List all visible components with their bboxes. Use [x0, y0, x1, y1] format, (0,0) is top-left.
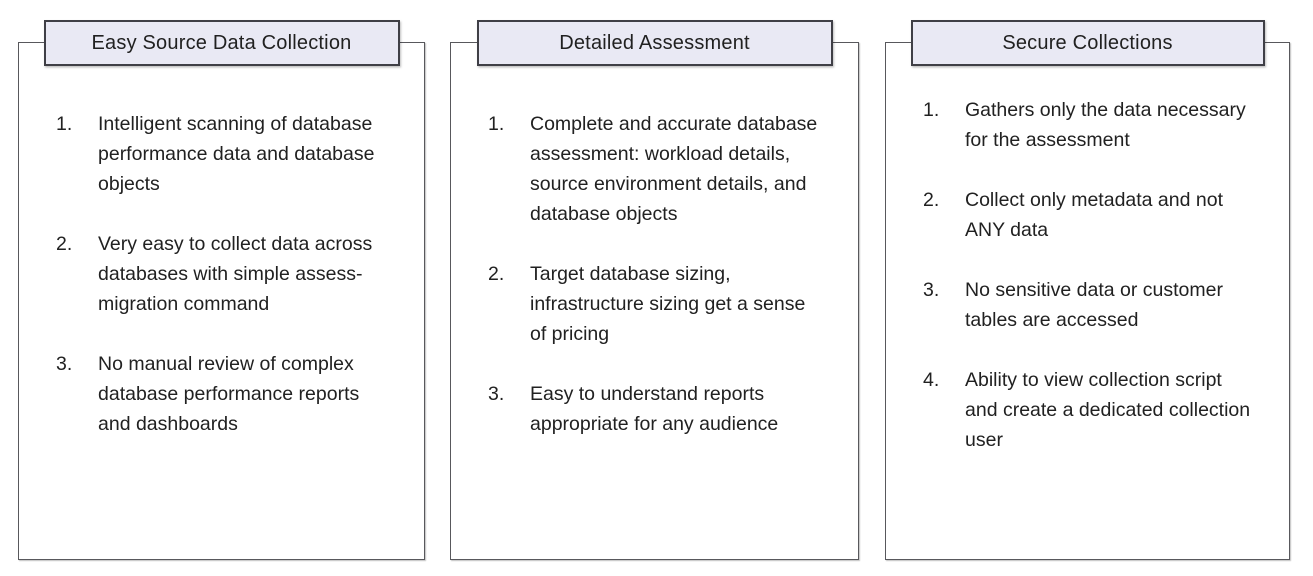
list-item-number: 4.: [923, 369, 940, 391]
list-item: 2. Target database sizing, infrastructur…: [488, 259, 840, 349]
list-item-text: Intelligent scanning of database perform…: [98, 113, 375, 195]
panel-title-detailed-assessment: Detailed Assessment: [476, 20, 833, 66]
panel-title-secure-collections: Secure Collections: [910, 20, 1265, 66]
panel-easy-source-data-collection: Easy Source Data Collection 1. Intellige…: [18, 20, 425, 560]
list-item-text: Complete and accurate database assessmen…: [530, 113, 818, 225]
list-item-text: Ability to view collection script and cr…: [965, 369, 1251, 451]
list-item: 4. Ability to view collection script and…: [923, 365, 1271, 455]
list-item-number: 2.: [923, 189, 940, 211]
list-item-number: 2.: [488, 263, 505, 285]
list-item-number: 3.: [488, 383, 505, 405]
list-item: 3. No sensitive data or customer tables …: [923, 275, 1271, 335]
list-item: 1. Complete and accurate database assess…: [488, 109, 840, 229]
list-item-text: No manual review of complex database per…: [98, 353, 360, 435]
list-item-text: Collect only metadata and not ANY data: [965, 189, 1223, 241]
list-item-number: 1.: [923, 99, 940, 121]
list-item-text: No sensitive data or customer tables are…: [965, 279, 1223, 331]
list-item-text: Easy to understand reports appropriate f…: [530, 383, 779, 435]
list-item: 1. Gathers only the data necessary for t…: [923, 95, 1271, 155]
list-item-number: 3.: [923, 279, 940, 301]
list-item-number: 2.: [56, 233, 73, 255]
panel-title-easy-source-data-collection: Easy Source Data Collection: [43, 20, 400, 66]
list-item: 3. No manual review of complex database …: [56, 349, 406, 439]
panel-body-secure-collections: 1. Gathers only the data necessary for t…: [885, 42, 1290, 560]
list-item-text: Gathers only the data necessary for the …: [965, 99, 1246, 151]
list-item: 3. Easy to understand reports appropriat…: [488, 379, 840, 439]
list-item-text: Target database sizing, infrastructure s…: [530, 263, 806, 345]
list-item-number: 1.: [488, 113, 505, 135]
panel-detailed-assessment: Detailed Assessment 1. Complete and accu…: [450, 20, 859, 560]
list-item: 1. Intelligent scanning of database perf…: [56, 109, 406, 199]
list-item-text: Very easy to collect data across databas…: [98, 233, 373, 315]
list-item-number: 1.: [56, 113, 73, 135]
panel-secure-collections: Secure Collections 1. Gathers only the d…: [885, 20, 1290, 560]
panel-body-easy-source-data-collection: 1. Intelligent scanning of database perf…: [18, 42, 425, 560]
panel-body-detailed-assessment: 1. Complete and accurate database assess…: [450, 42, 859, 560]
list-item: 2. Collect only metadata and not ANY dat…: [923, 185, 1271, 245]
list-item-number: 3.: [56, 353, 73, 375]
list-item: 2. Very easy to collect data across data…: [56, 229, 406, 319]
